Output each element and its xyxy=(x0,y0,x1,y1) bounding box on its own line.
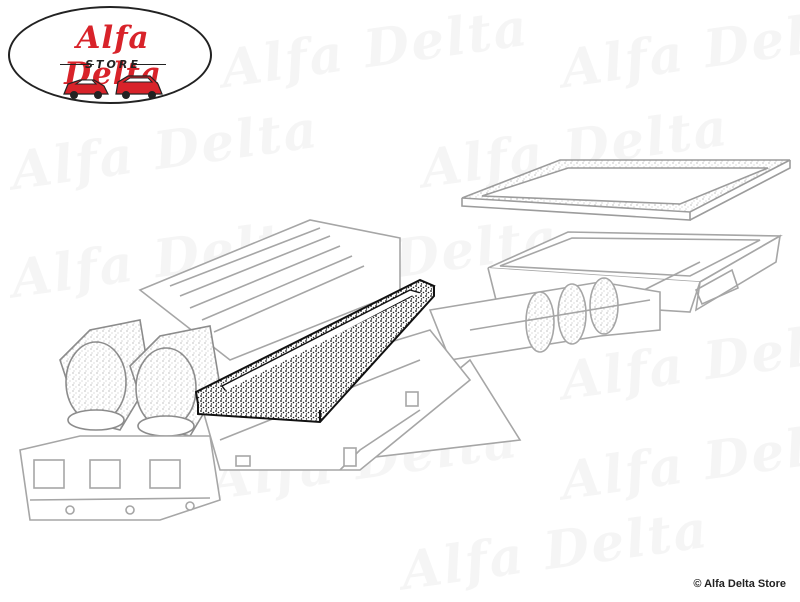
copyright-text: © Alfa Delta Store xyxy=(693,578,786,590)
air-filter-icon xyxy=(194,278,436,424)
logo-rule xyxy=(132,64,166,65)
brand-logo: Alfa Delta STORE xyxy=(8,6,214,106)
logo-subtitle: STORE xyxy=(85,58,141,71)
logo-oval xyxy=(8,6,212,104)
intake-trumpet-icon xyxy=(59,319,221,437)
engine-block-icon xyxy=(19,435,221,521)
gasket-icon xyxy=(461,159,791,221)
cars-icon xyxy=(63,75,163,99)
logo-rule xyxy=(60,64,94,65)
